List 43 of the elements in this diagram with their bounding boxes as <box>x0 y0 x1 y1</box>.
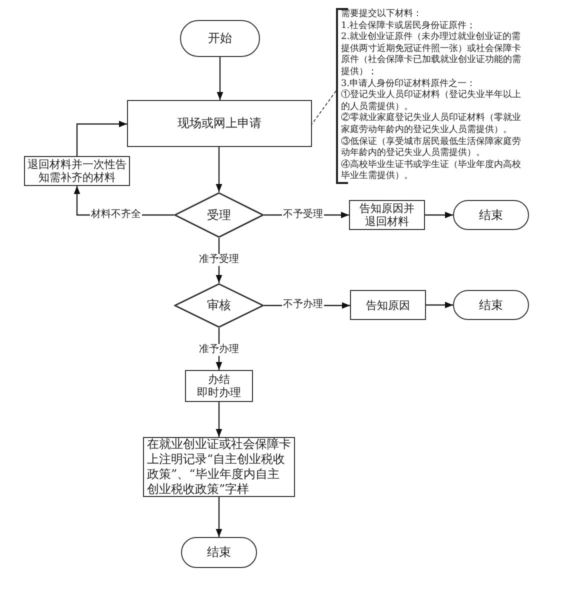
node-label: 受理 <box>207 208 231 222</box>
note-text: ①登记失业人员印证材料（登记失业半年以上的人员需提供）。 <box>341 90 522 112</box>
node-label: 开始 <box>208 31 232 46</box>
start-terminal <box>180 20 260 57</box>
edge-label: 准予受理 <box>198 254 240 266</box>
node-label: 审核 <box>207 298 231 313</box>
arrow <box>216 57 224 100</box>
note-text: 3.申请人身份印证材料原件之一： <box>341 78 476 90</box>
process-box <box>350 290 426 320</box>
end-terminal <box>453 290 529 320</box>
node-label: 告知原因 <box>366 298 410 312</box>
decision-diamond <box>174 192 264 238</box>
arrow <box>216 402 222 437</box>
leader-line <box>312 90 336 124</box>
node-label: 在就业创业证或社会保障卡上注明记录“自主创业税收政策”、“毕业年度内自主创业税收政策”字样 <box>147 437 291 497</box>
node-label: 告知原因并退回材料 <box>358 202 416 228</box>
arrow <box>76 120 127 156</box>
node-label: 退回材料并一次性告知需补齐的材料 <box>26 158 128 184</box>
arrow <box>425 212 453 218</box>
note-text: 2.就业创业证原件（未办理过就业创业证的需提供两寸近期免冠证件照一张）或社会保障卡原件（社会保障卡已加载就业创业证功能的需提供）； <box>341 32 522 78</box>
process-box <box>127 100 312 147</box>
edge-label: 准予办理 <box>198 344 240 356</box>
arrow <box>216 497 222 537</box>
node-label: 即时办理 <box>197 386 241 399</box>
process-box <box>349 200 425 230</box>
node-label: 结束 <box>207 545 231 560</box>
decision-diamond <box>174 283 264 328</box>
edge-label: 不予受理 <box>282 209 324 221</box>
end-terminal <box>453 200 529 230</box>
node-label: 结束 <box>479 298 503 312</box>
note-text: ④高校毕业生证书或学生证（毕业年度内高校毕业生需提供）。 <box>341 160 522 183</box>
arrow <box>426 302 453 308</box>
edge-label: 不予办理 <box>282 299 324 311</box>
note-text: 1.社会保障卡或居民身份证原件； <box>341 20 476 32</box>
node-label: 现场或网上申请 <box>178 116 262 131</box>
process-box <box>185 370 253 402</box>
node-label: 结束 <box>479 208 503 222</box>
note-text: ②零就业家庭登记失业人员印证材料（零就业家庭劳动年龄内的登记失业人员需提供）。 <box>341 113 522 136</box>
edge-label: 材料不齐全 <box>90 209 142 221</box>
node-label: 办结 <box>208 373 230 386</box>
end-terminal <box>181 537 257 568</box>
note-text: ③低保证（享受城市居民最低生活保障家庭劳动年龄内的登记失业人员需提供）。 <box>341 136 522 160</box>
arrow <box>216 147 222 192</box>
